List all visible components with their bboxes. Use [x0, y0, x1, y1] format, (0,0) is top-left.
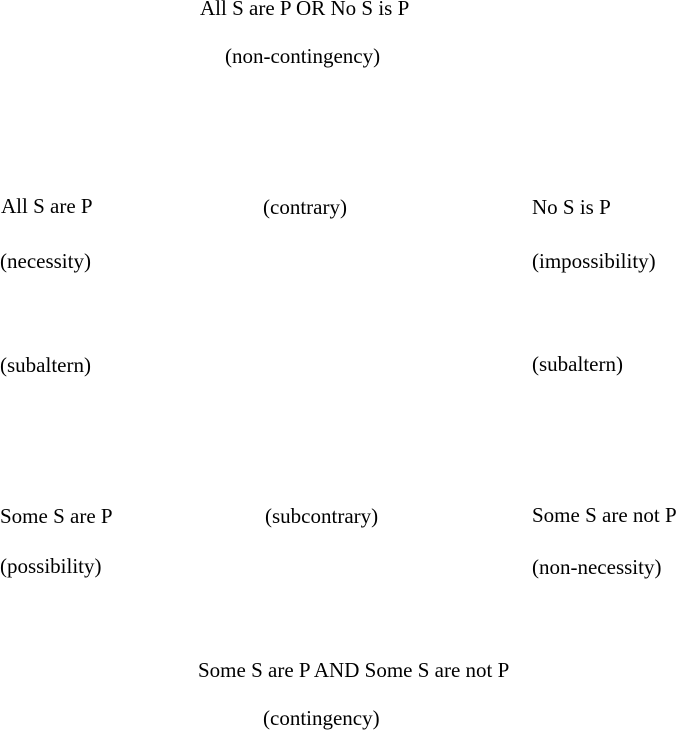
impossibility-statement: No S is P	[532, 195, 611, 219]
necessity-statement: All S are P	[1, 194, 93, 218]
subaltern-right-relation-label: (subaltern)	[532, 352, 623, 376]
contingency-statement: Some S are P AND Some S are not P	[198, 658, 510, 682]
non-necessity-label: (non-necessity)	[532, 555, 662, 579]
non-contingency-label: (non-contingency)	[225, 44, 381, 68]
subaltern-left-relation-label: (subaltern)	[0, 353, 91, 377]
possibility-statement: Some S are P	[0, 504, 113, 528]
impossibility-label: (impossibility)	[532, 249, 656, 273]
possibility-label: (possibility)	[0, 554, 102, 578]
non-necessity-statement: Some S are not P	[532, 503, 677, 527]
subcontrary-relation-label: (subcontrary)	[265, 504, 379, 528]
necessity-label: (necessity)	[0, 249, 91, 273]
contingency-label: (contingency)	[263, 706, 380, 730]
non-contingency-statement: All S are P OR No S is P	[200, 0, 410, 20]
contrary-relation-label: (contrary)	[263, 195, 347, 219]
